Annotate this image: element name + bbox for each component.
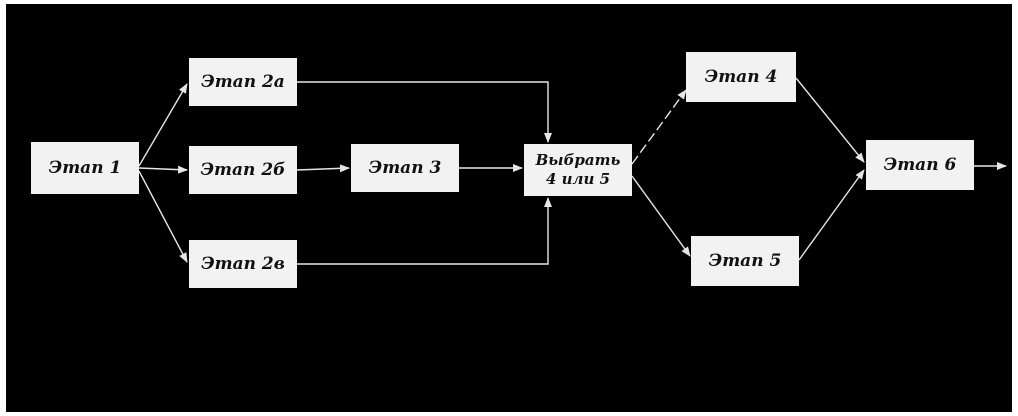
node-stage-5-label: Этап 5 bbox=[708, 250, 782, 271]
node-stage-1-label: Этап 1 bbox=[48, 157, 122, 178]
node-choose-4-or-5: Выбрать 4 или 5 bbox=[524, 144, 632, 196]
node-stage-6: Этап 6 bbox=[866, 140, 974, 190]
node-stage-2v: Этап 2в bbox=[189, 240, 297, 288]
edge-stage1-stage2v bbox=[138, 170, 188, 263]
node-stage-2v-label: Этап 2в bbox=[201, 253, 285, 274]
node-stage-4-label: Этап 4 bbox=[704, 66, 778, 87]
diagram-frame: Этап 1 Этап 2а Этап 2б Этап 2в Этап 3 Вы… bbox=[6, 4, 1012, 412]
node-stage-1: Этап 1 bbox=[31, 142, 139, 194]
edge-stage2a-choose bbox=[297, 81, 552, 143]
edge-stage2b-stage3 bbox=[296, 164, 350, 173]
node-stage-2b-label: Этап 2б bbox=[200, 159, 286, 180]
edge-choose-stage4 bbox=[631, 89, 687, 165]
node-stage-2a: Этап 2а bbox=[189, 58, 297, 106]
edge-choose-stage5 bbox=[631, 175, 691, 257]
edge-stage1-stage2b bbox=[138, 165, 188, 174]
node-stage-5: Этап 5 bbox=[691, 236, 799, 286]
edge-stage4-stage6 bbox=[795, 77, 865, 163]
node-stage-2b: Этап 2б bbox=[189, 146, 297, 194]
node-stage-2a-label: Этап 2а bbox=[201, 71, 285, 92]
node-stage-3: Этап 3 bbox=[351, 144, 459, 192]
diagram-connectors bbox=[138, 77, 1007, 265]
node-choose-label: Выбрать 4 или 5 bbox=[535, 151, 621, 188]
node-stage-4: Этап 4 bbox=[686, 52, 796, 102]
node-stage-3-label: Этап 3 bbox=[368, 157, 442, 178]
edge-stage2v-choose bbox=[297, 197, 552, 265]
edge-stage1-stage2a bbox=[138, 83, 188, 167]
edge-stage5-stage6 bbox=[798, 169, 865, 261]
node-stage-6-label: Этап 6 bbox=[883, 154, 957, 175]
